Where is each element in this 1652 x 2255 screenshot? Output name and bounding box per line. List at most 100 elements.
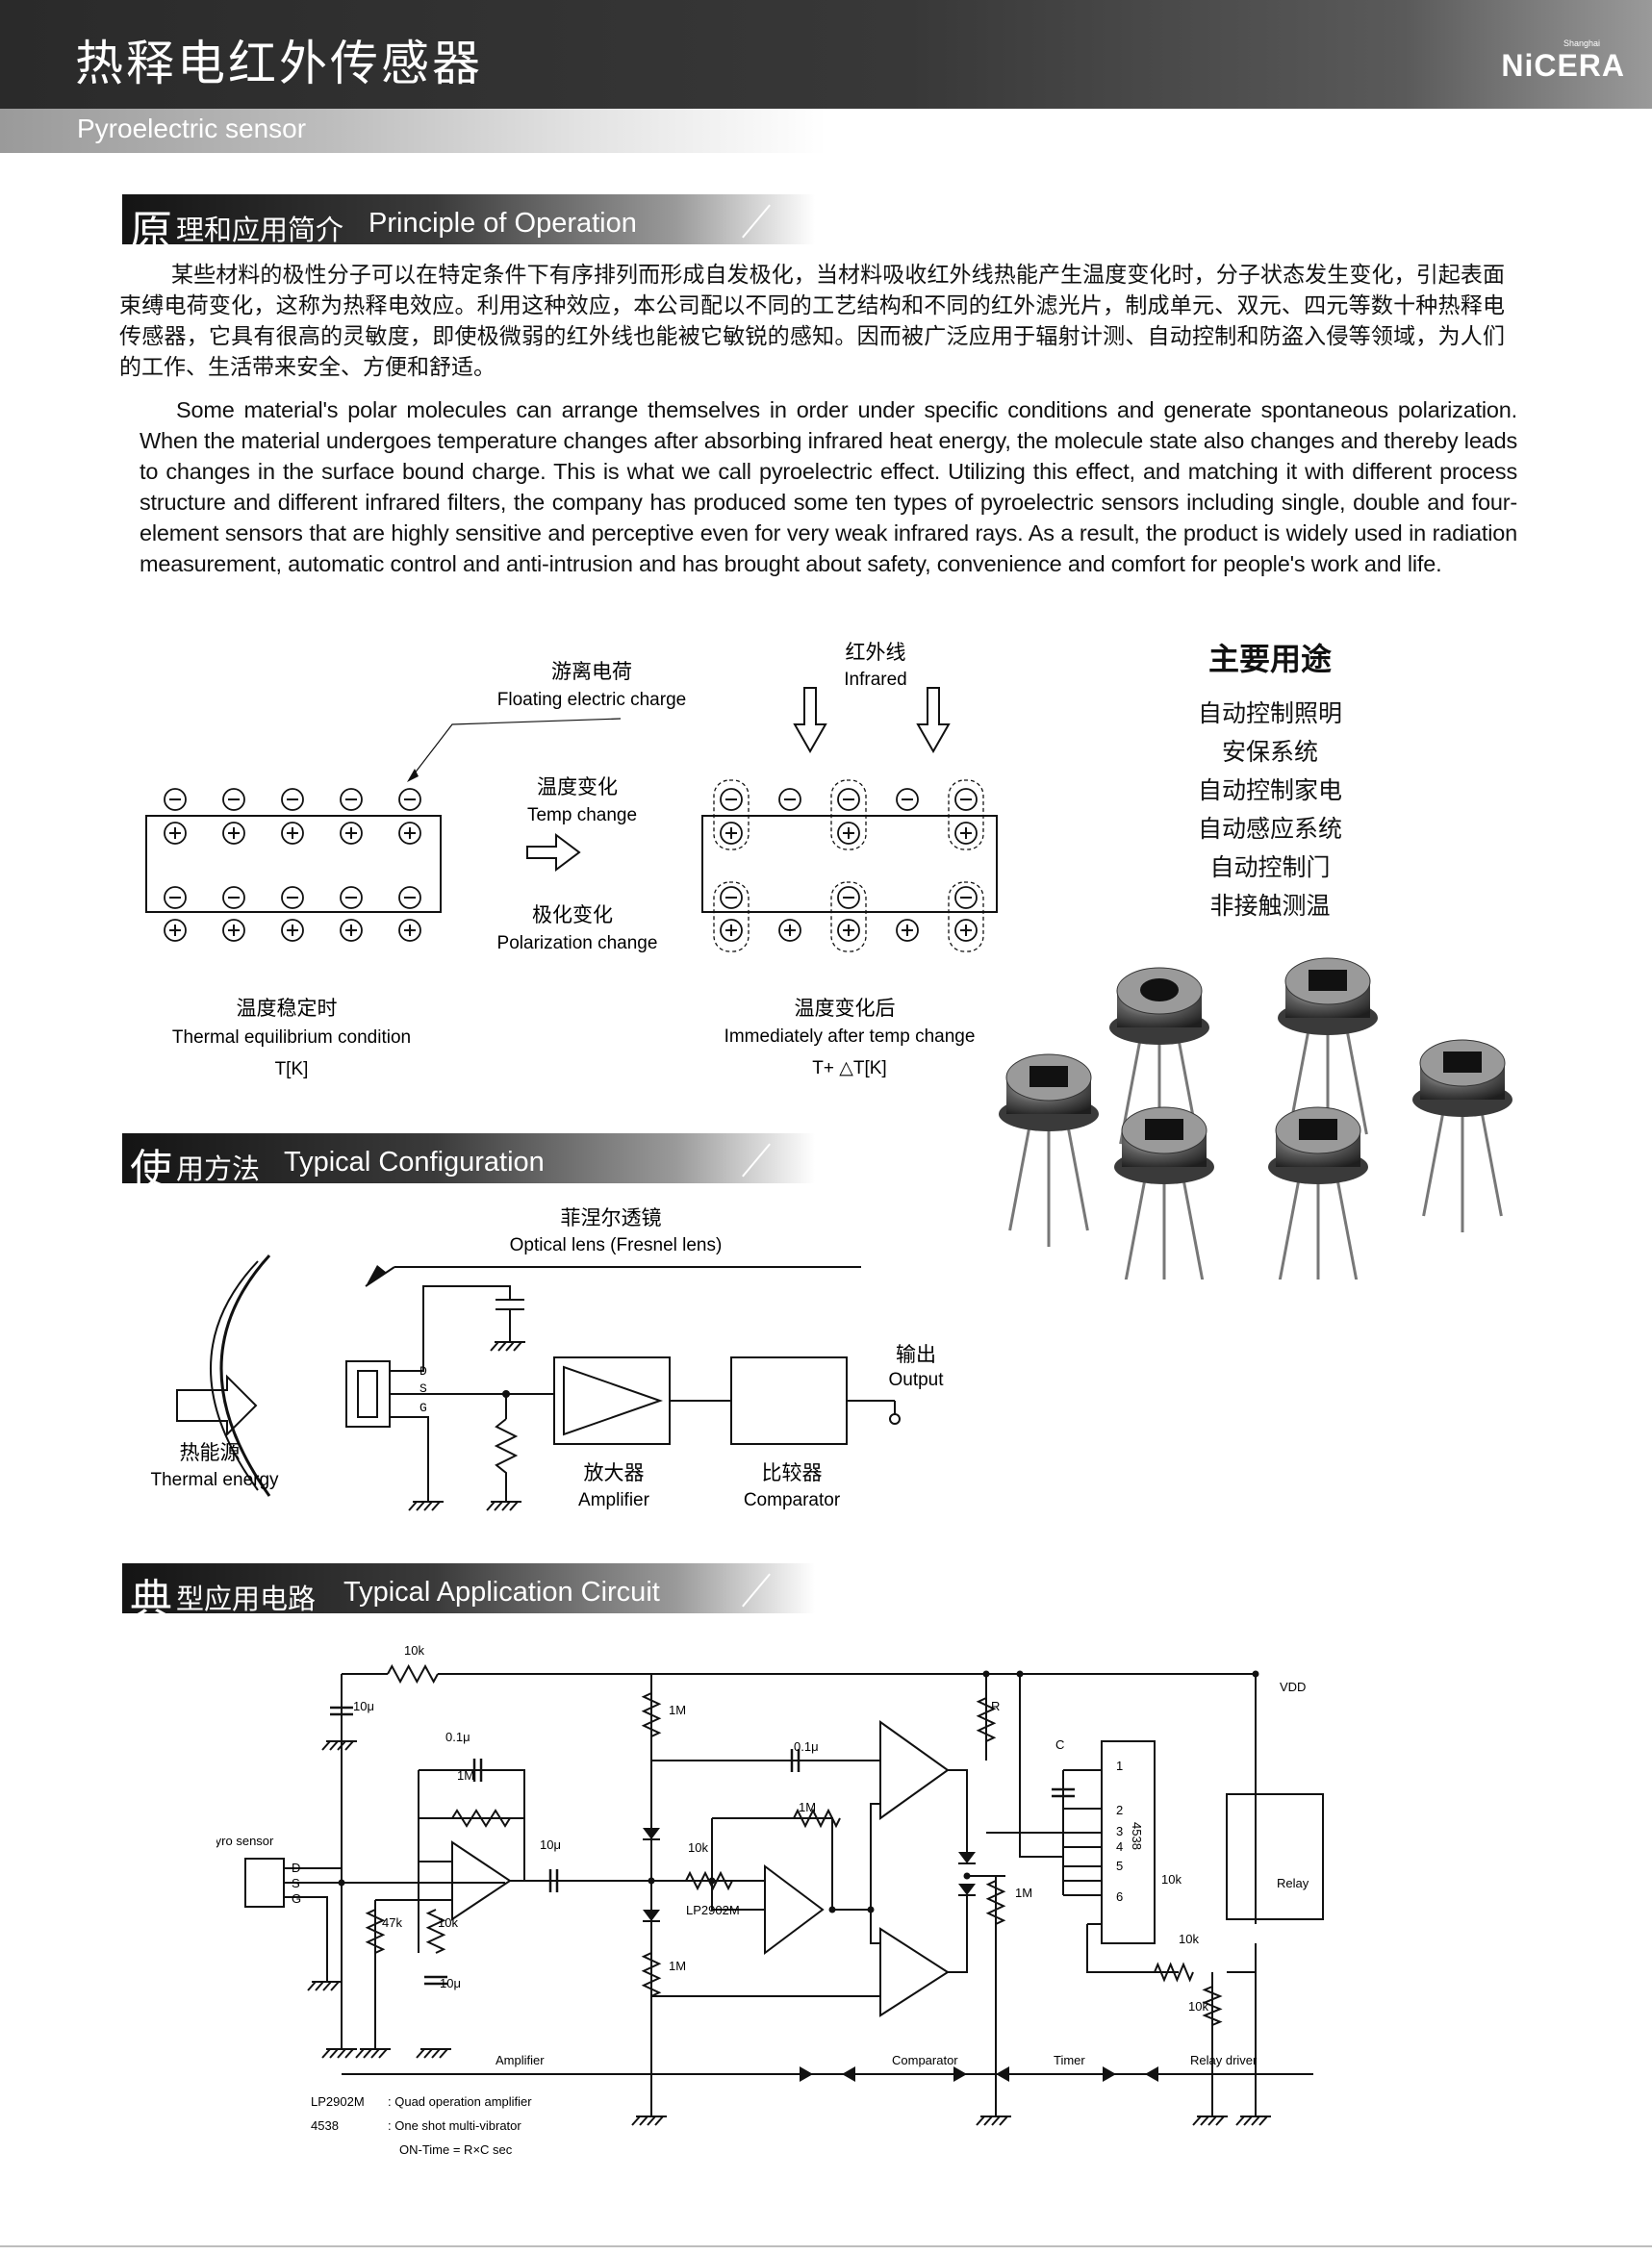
section-heading-principle: 原 理和应用简介 Principle of Operation — [122, 194, 815, 256]
negative-charge-icon — [164, 788, 187, 811]
after-unit: T+ △T[K] — [812, 1058, 886, 1078]
slash-decoration — [742, 1573, 771, 1608]
diode-icon — [643, 1910, 660, 1921]
r47k-label: 47k — [382, 1915, 402, 1930]
comparator-a — [879, 1720, 950, 1820]
resistor — [1202, 1986, 1223, 2026]
sensor-product-photo — [999, 957, 1512, 1280]
section-title-cn: 理和应用简介 — [176, 214, 344, 246]
use-item: 自动控制门 — [1209, 853, 1331, 881]
r10k-c-label: 10k — [688, 1840, 708, 1855]
stage-arrowhead — [800, 2066, 813, 2082]
note-on-time: ON-Time = R×C sec — [399, 2142, 513, 2157]
fresnel-lens-inner — [210, 1260, 259, 1491]
pin-d: D — [292, 1861, 300, 1875]
pin-s: S — [292, 1876, 300, 1890]
pyro-sensor-can — [1114, 1106, 1214, 1280]
negative-charge-icon — [222, 788, 245, 811]
positive-charge-icon — [281, 822, 304, 845]
subtitle-bar — [0, 109, 1652, 153]
positive-charge-icon — [896, 919, 919, 942]
brand-logo: NiCERA — [1501, 48, 1625, 83]
comp-label-en: Comparator — [744, 1490, 841, 1510]
section-heading-circuit: 典 型应用电路 Typical Application Circuit — [122, 1563, 815, 1625]
diode-icon — [958, 1852, 976, 1863]
c-label: C — [1055, 1737, 1064, 1752]
pyro-sensor-window — [357, 1370, 378, 1418]
ic-pin-3: 3 — [1116, 1824, 1123, 1838]
infrared-cn: 红外线 — [846, 642, 906, 664]
sensor-plate-changed — [701, 815, 998, 913]
resistor — [365, 1909, 386, 1954]
temp-change-cn: 温度变化 — [537, 776, 618, 798]
uses-title: 主要用途 — [1207, 641, 1332, 677]
configuration-diagram: 菲涅尔透镜 Optical lens (Fresnel lens) D S G — [150, 1207, 944, 1511]
application-circuit-diagram: Pyro sensor D S G 10k 10μ 0.1μ 1M 10μ 47… — [216, 1643, 1324, 2157]
negative-charge-icon — [896, 788, 919, 811]
infrared-en: Infrared — [844, 670, 906, 690]
junction-dot — [708, 1877, 716, 1885]
section-initial: 使 — [130, 1146, 172, 1195]
negative-charge-icon — [837, 886, 860, 909]
relay-label: Relay — [1277, 1876, 1309, 1890]
equil-unit: T[K] — [275, 1059, 309, 1079]
negative-charge-icon — [778, 788, 801, 811]
amp-label-en: Amplifier — [578, 1490, 650, 1510]
use-item: 自动控制照明 — [1197, 699, 1342, 727]
positive-charge-icon — [720, 919, 743, 942]
section-title-en: Principle of Operation — [369, 208, 637, 239]
negative-charge-icon — [720, 788, 743, 811]
diode-icon — [643, 1828, 660, 1839]
junction-dot — [338, 1879, 345, 1887]
stage-relay-driver: Relay driver — [1190, 2053, 1258, 2067]
positive-charge-icon — [164, 919, 187, 942]
lens-arrowhead — [366, 1265, 387, 1286]
page-title: 热释电红外传感器 — [75, 36, 483, 91]
c10u-c-label: 10μ — [440, 1976, 461, 1990]
principle-text-cn: 某些材料的极性分子可以在特定条件下有序排列而形成自发极化，当材料吸收红外线热能产… — [119, 263, 1505, 380]
resistor — [451, 1809, 511, 1828]
lp2902m-label: LP2902M — [686, 1903, 740, 1917]
positive-charge-icon — [954, 919, 978, 942]
ic-pin-2: 2 — [1116, 1803, 1123, 1817]
positive-charge-icon — [398, 822, 421, 845]
resistor — [641, 1952, 662, 1997]
floating-label-cn: 游离电荷 — [551, 661, 632, 683]
pin-d-label: D — [419, 1364, 427, 1379]
section-title-cn: 用方法 — [176, 1153, 261, 1185]
pin-g: G — [292, 1891, 301, 1906]
ic-name: 4538 — [1130, 1822, 1144, 1850]
stage-arrowhead — [842, 2066, 855, 2082]
comparator-block — [730, 1356, 848, 1445]
section-title-cn: 型应用电路 — [176, 1583, 317, 1615]
section-initial: 原 — [130, 207, 172, 256]
r1m-d-label: 1M — [799, 1800, 816, 1814]
positive-charge-icon — [222, 919, 245, 942]
pyro-sensor — [244, 1858, 285, 1908]
junction-dot — [982, 1670, 990, 1678]
vdd-label: VDD — [1280, 1680, 1306, 1694]
c01u-b-label: 0.1μ — [794, 1739, 819, 1754]
negative-charge-icon — [281, 886, 304, 909]
use-item: 自动控制家电 — [1197, 776, 1342, 804]
pyro-sensor-can — [1412, 1039, 1512, 1232]
right-arrow-icon — [526, 833, 581, 872]
positive-charge-icon — [222, 822, 245, 845]
thermal-arrow-icon — [176, 1374, 258, 1437]
thermal-label-cn: 热能源 — [180, 1442, 241, 1464]
pyro-sensor-can — [1278, 957, 1378, 1151]
opamp-1 — [451, 1840, 512, 1921]
charge-group-outline — [948, 881, 984, 952]
comp-label-cn: 比较器 — [762, 1462, 823, 1484]
junction-dot — [963, 1872, 971, 1880]
page-header — [0, 0, 1652, 109]
negative-charge-icon — [720, 886, 743, 909]
lens-label-en: Optical lens (Fresnel lens) — [510, 1235, 723, 1255]
negative-charge-icon — [954, 886, 978, 909]
note-4538-val: : One shot multi-vibrator — [388, 2118, 521, 2133]
thermal-label-en: Thermal energy — [150, 1470, 279, 1490]
floating-label-en: Floating electric charge — [497, 690, 686, 710]
positive-charge-icon — [398, 919, 421, 942]
negative-charge-icon — [281, 788, 304, 811]
relay — [1226, 1793, 1324, 1920]
